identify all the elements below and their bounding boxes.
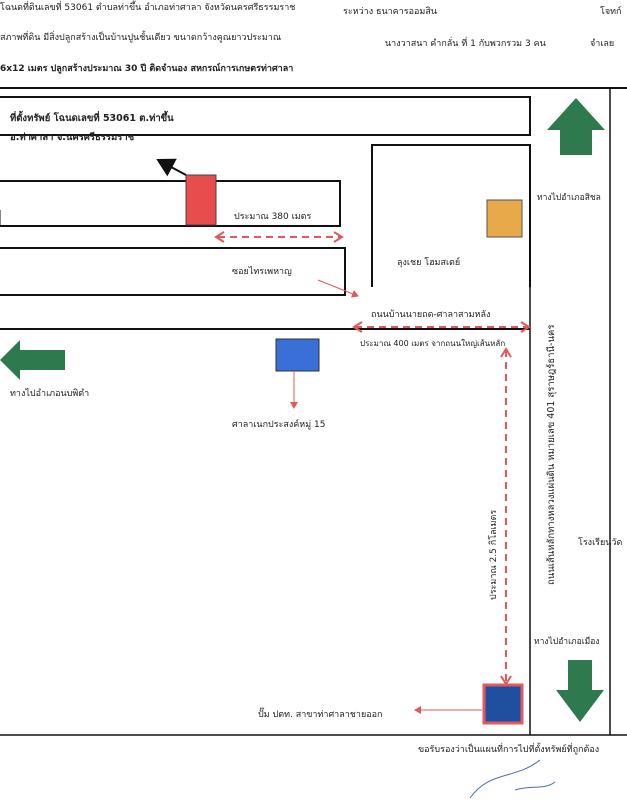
gas-pump-label: ปั๊ม ปตท. สาขาท่าศาลาชายออก <box>258 710 383 720</box>
soi-block <box>0 247 346 296</box>
arrow-down-mueang <box>556 660 604 722</box>
sala-marker <box>275 338 320 372</box>
header-between-label: ระหว่าง ธนาคารออมสิน <box>343 7 437 17</box>
upper-road <box>0 180 341 227</box>
arrow-up-sichon <box>547 98 605 155</box>
top-road-edge <box>0 96 531 136</box>
header-building-info: 6x12 เมตร ปลูกสร้างประมาณ 30 ปี ติดจำนอง… <box>0 64 294 74</box>
homestay-label: ลุงเชย โฮมสเตย์ <box>397 258 461 268</box>
header-deed-line: โฉนดที่ดินเลขที่ 53061 ตำบลท่าขึ้น อำเภอ… <box>0 3 296 13</box>
signature <box>469 759 556 799</box>
distance-380-label: ประมาณ 380 เมตร <box>234 212 312 222</box>
up-arrow-label: ทางไปอำเภอสิชล <box>537 193 601 203</box>
road-name-label: ถนนบ้านนายถด-ศาลาสามหลัง <box>371 310 491 320</box>
highway-label: ถนนเส้นหลักทางหลวงแผ่นดิน หมายเลข 401 สุ… <box>546 324 557 585</box>
header-defendant-name: นางวาสนา คำกลั่น ที่ 1 กับพวกรวม 3 คน <box>385 39 546 49</box>
property-label-line2: อ.ท่าศาลา จ.นครศรีธรรมราช <box>10 132 135 143</box>
property-label-line1: ที่ตั้งทรัพย์ โฉนดเลขที่ 53061 ต.ท่าขึ้น <box>10 113 174 124</box>
property-marker <box>185 174 217 226</box>
arrow-left-nopphitam <box>0 340 65 380</box>
homestay-marker <box>486 199 523 238</box>
sala-label: ศาลาเนกประสงค์หมู่ 15 <box>232 420 326 430</box>
header-land-condition: สภาพที่ดิน มีสิ่งปลูกสร้างเป็นบ้านปูนชั้… <box>0 33 282 43</box>
left-arrow-label: ทางไปอำเภอนบพิตำ <box>10 389 90 399</box>
soi-label: ซอยไทรเพหาญ <box>232 267 292 277</box>
gas-pump-marker <box>482 683 524 725</box>
header-plaintiff-label: โจทก์ <box>600 7 622 17</box>
distance-25km-label: ประมาณ 2.5 กิโลเมตร <box>489 509 499 600</box>
distance-400-label: ประมาณ 400 เมตร จากถนนใหญ่เส้นหลัก <box>360 339 506 348</box>
down-arrow-label: ทางไปอำเภอเมือง <box>534 637 600 647</box>
header-defendant-label: จำเลย <box>590 39 615 49</box>
property-pointer-arrow <box>156 158 187 177</box>
certify-text: ขอรับรองว่าเป็นแผนที่การไปที่ตั้งทรัพย์ท… <box>418 745 600 755</box>
school-label: โรงเรียนวัด <box>578 538 623 548</box>
